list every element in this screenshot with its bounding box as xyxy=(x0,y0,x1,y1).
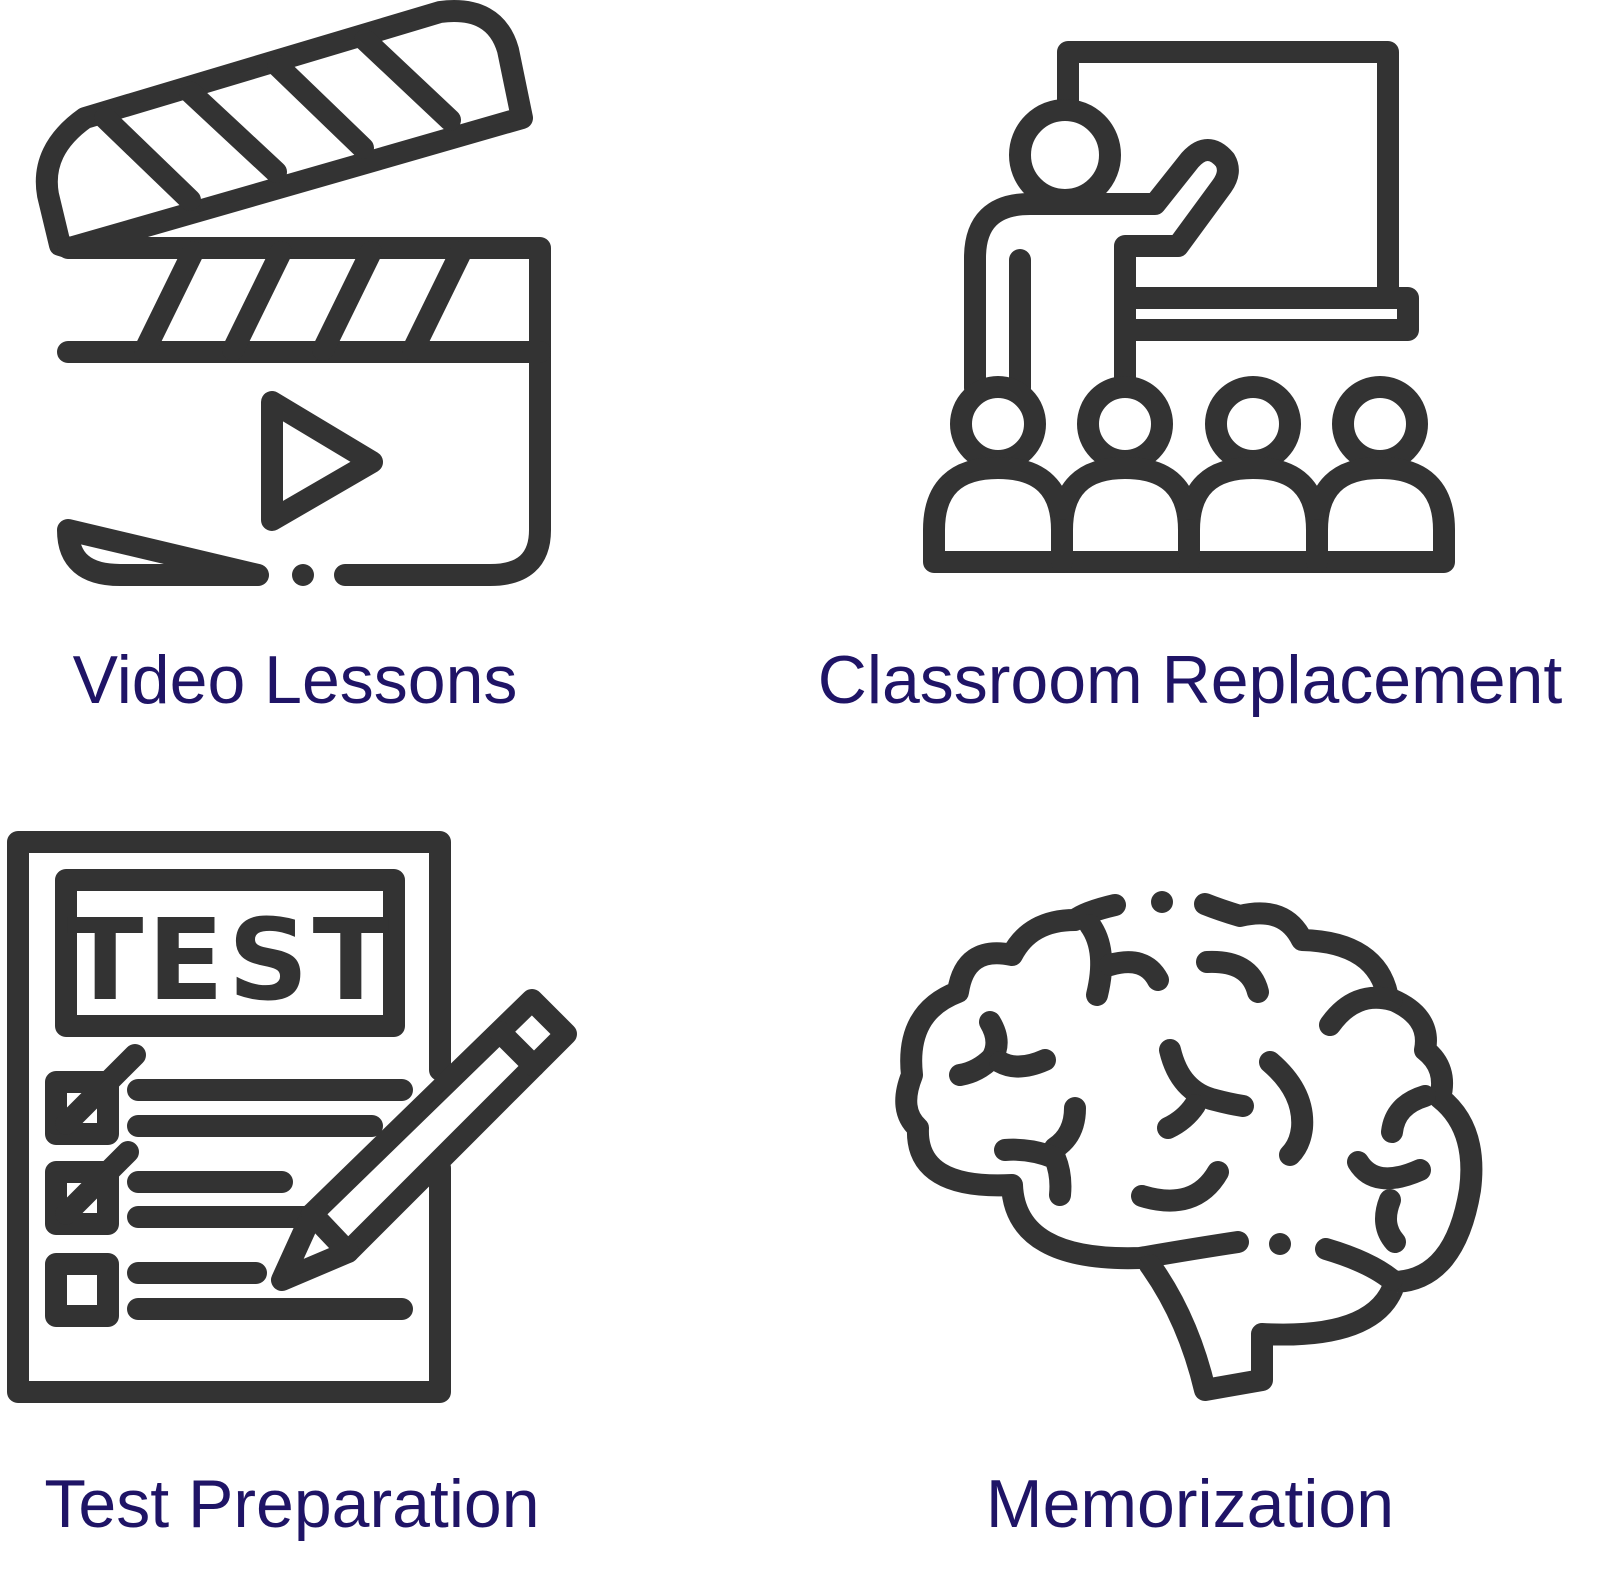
tile-label-test-preparation: Test Preparation xyxy=(44,1466,540,1542)
tile-label-classroom-replacement: Classroom Replacement xyxy=(817,642,1563,718)
test-checklist-pencil-icon: TEST xyxy=(7,831,577,1403)
brain-icon xyxy=(895,891,1483,1401)
test-heading-text: TEST xyxy=(67,896,393,1026)
clapperboard-play-icon xyxy=(35,0,551,586)
tile-label-memorization: Memorization xyxy=(985,1466,1395,1542)
teacher-classroom-icon xyxy=(923,41,1455,573)
tile-label-video-lessons: Video Lessons xyxy=(72,642,518,718)
